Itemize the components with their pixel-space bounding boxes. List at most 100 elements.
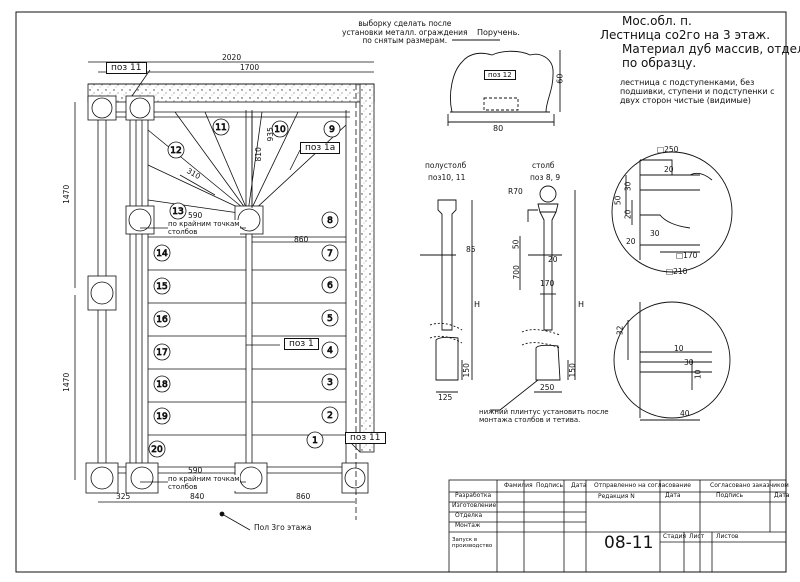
note-line: по крайним точкам <box>168 220 240 228</box>
note-line: по крайним точкам <box>168 475 240 483</box>
step-number: 3 <box>327 378 333 388</box>
detail-value: 170 <box>683 251 698 260</box>
step-number: 12 <box>170 146 181 156</box>
note-line: выборку сделать после <box>358 19 452 28</box>
note-line: установки металл. ограждения <box>342 27 468 37</box>
dim-h: H <box>474 300 481 309</box>
dim-150: 150 <box>461 363 471 378</box>
note-line: производство <box>452 543 493 550</box>
step-marker <box>321 373 339 391</box>
handrail-width: 80 <box>493 124 504 133</box>
note-line: нижний плинтус установить после <box>479 408 609 416</box>
post-top-left <box>87 95 117 121</box>
dim-860: 860 <box>296 492 311 501</box>
step-number: 8 <box>327 216 333 226</box>
tb-row-label: Отделка <box>455 512 483 519</box>
step-marker <box>153 407 171 425</box>
tb-sheets: Листов <box>716 533 739 540</box>
dim-860b: 860 <box>294 235 309 244</box>
step-number: 1 <box>312 436 318 446</box>
handrail-height: 60 <box>555 73 565 84</box>
step-marker <box>306 431 324 449</box>
dim-250: 250 <box>540 383 555 392</box>
step-number: 9 <box>329 125 335 135</box>
step-marker <box>321 276 339 294</box>
dim-r70: R70 <box>508 187 523 196</box>
note-line: подшивки, ступени и подступенки с <box>620 87 775 97</box>
tb-sheet: Лист <box>689 533 705 540</box>
dim-125: 125 <box>438 393 453 402</box>
handrail-profile <box>447 39 561 126</box>
title-line: Мос.обл. п. <box>622 14 692 28</box>
tb-row-label: Изготовление <box>452 502 497 509</box>
step-number: 13 <box>172 207 183 217</box>
step-marker <box>321 211 339 229</box>
title-line: Материал дуб массив, отделка <box>622 42 800 56</box>
note-line: столбов <box>168 228 198 237</box>
dim-700: 700 <box>511 265 521 280</box>
step-number: 15 <box>156 282 167 292</box>
dim-590b: 590 <box>188 466 203 475</box>
dim-1470b: 1470 <box>62 372 72 392</box>
tb-signature: Подпись <box>716 492 743 499</box>
corner-note-top: по крайним точкам столбов <box>168 220 240 237</box>
half-post-pos: поз10, 11 <box>428 173 466 182</box>
step-number: 16 <box>156 315 168 325</box>
step-marker <box>169 202 187 220</box>
step-marker <box>323 120 341 138</box>
dim-170: 170 <box>540 279 555 288</box>
detail-30b: 30 <box>650 229 660 238</box>
step-marker <box>153 375 171 393</box>
step-marker <box>321 244 339 262</box>
title-line: по образцу. <box>622 56 697 70</box>
post-top-mid <box>125 95 155 121</box>
step-marker <box>321 406 339 424</box>
step-number: 17 <box>156 348 167 358</box>
tb-header-surname: Фамилия <box>504 482 533 489</box>
step-marker <box>321 341 339 359</box>
detail-40: 40 <box>680 409 690 418</box>
step-marker <box>321 309 339 327</box>
detail-sq250: □250 <box>657 145 679 154</box>
tb-header-sent: Отправленно на согласование <box>594 482 691 489</box>
detail-sq170: □170 <box>676 251 698 260</box>
dim-50: 50 <box>511 239 521 250</box>
tb-drawing-number: 08-11 <box>604 533 654 553</box>
pos-label: поз 11 <box>345 432 386 445</box>
tb-date2: Дата <box>774 492 790 499</box>
cutout-note: выборку сделать после установки металл. … <box>342 19 468 46</box>
step-marker <box>153 244 171 262</box>
detail-32: 32 <box>615 325 625 336</box>
detail-20c: 20 <box>626 237 636 246</box>
full-post-title: столб <box>532 161 555 170</box>
half-post-title: полустолб <box>425 161 467 170</box>
posts-elevation <box>420 185 576 411</box>
step-number: 14 <box>156 249 168 259</box>
step-number: 7 <box>327 249 333 259</box>
step-marker <box>148 440 166 458</box>
dim-810: 810 <box>253 147 263 162</box>
note-line: монтажа столбов и тетива. <box>479 416 581 425</box>
detail-20b: 20 <box>623 209 633 220</box>
note-line: двух сторон чистые (видимые) <box>620 96 751 106</box>
step-number: 6 <box>327 281 333 291</box>
step-marker <box>153 277 171 295</box>
step-number: 19 <box>156 412 168 422</box>
post-bottom-center <box>234 462 268 494</box>
pos-label: поз 1а <box>300 142 341 155</box>
post-left-mid <box>87 275 117 311</box>
detail-50: 50 <box>613 195 623 206</box>
step-marker <box>271 120 289 138</box>
dim-20: 20 <box>548 255 558 264</box>
tb-launch: Запуск в производство <box>452 537 492 550</box>
handrail-pos: поз 12 <box>484 70 516 81</box>
tb-row-label: Монтаж <box>455 522 481 529</box>
dim-590a: 590 <box>188 211 203 220</box>
step-number: 10 <box>274 125 286 135</box>
pos-label: поз 11 <box>106 62 147 75</box>
tb-date1: Дата <box>665 492 681 499</box>
step-number: 11 <box>215 123 226 133</box>
note-line: столбов <box>168 483 198 492</box>
